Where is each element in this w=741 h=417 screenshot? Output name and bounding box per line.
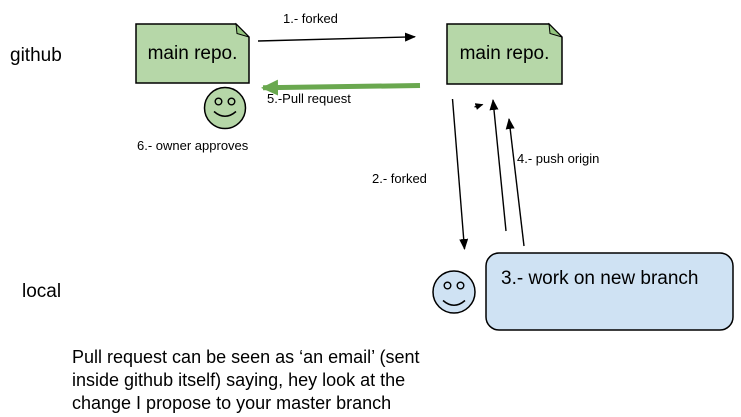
row-label-github: github xyxy=(10,45,62,66)
repo-box-github-label: main repo. xyxy=(147,42,238,64)
row-label-local: local xyxy=(22,281,62,302)
pull-request-note: Pull request can be seen as ‘an email’ (… xyxy=(72,346,420,415)
arrow-pull-request xyxy=(261,79,421,96)
arrow-forked-2 xyxy=(451,98,469,250)
branch-box xyxy=(485,252,734,331)
step-label-pull-request: 5.-Pull request xyxy=(267,91,351,106)
note-line: change I propose to your master branch xyxy=(72,393,392,413)
arrow-push-origin-b xyxy=(505,118,525,247)
step-label-push-origin: 4.- push origin xyxy=(517,151,600,166)
branch-box-label: 3.- work on new branch xyxy=(501,268,699,289)
arrow-forked-1 xyxy=(257,32,416,42)
step-label-forked-2: 2.- forked xyxy=(372,171,427,186)
owner-smiley-icon xyxy=(203,86,247,130)
arrow-push-origin-tick xyxy=(474,103,484,110)
step-label-forked-1: 1.- forked xyxy=(283,11,338,26)
repo-box-fork-label: main repo. xyxy=(459,43,550,64)
step-label-owner-approves: 6.- owner approves xyxy=(137,138,249,153)
folded-corner-icon xyxy=(548,22,563,38)
arrow-push-origin-a xyxy=(489,99,507,232)
folded-corner-icon xyxy=(235,22,250,38)
repo-box-fork xyxy=(446,22,563,85)
repo-box-github xyxy=(135,22,250,84)
note-line: Pull request can be seen as ‘an email’ (… xyxy=(72,347,420,367)
note-line: inside github itself) saying, hey look a… xyxy=(72,370,406,390)
local-smiley-icon xyxy=(432,270,476,314)
